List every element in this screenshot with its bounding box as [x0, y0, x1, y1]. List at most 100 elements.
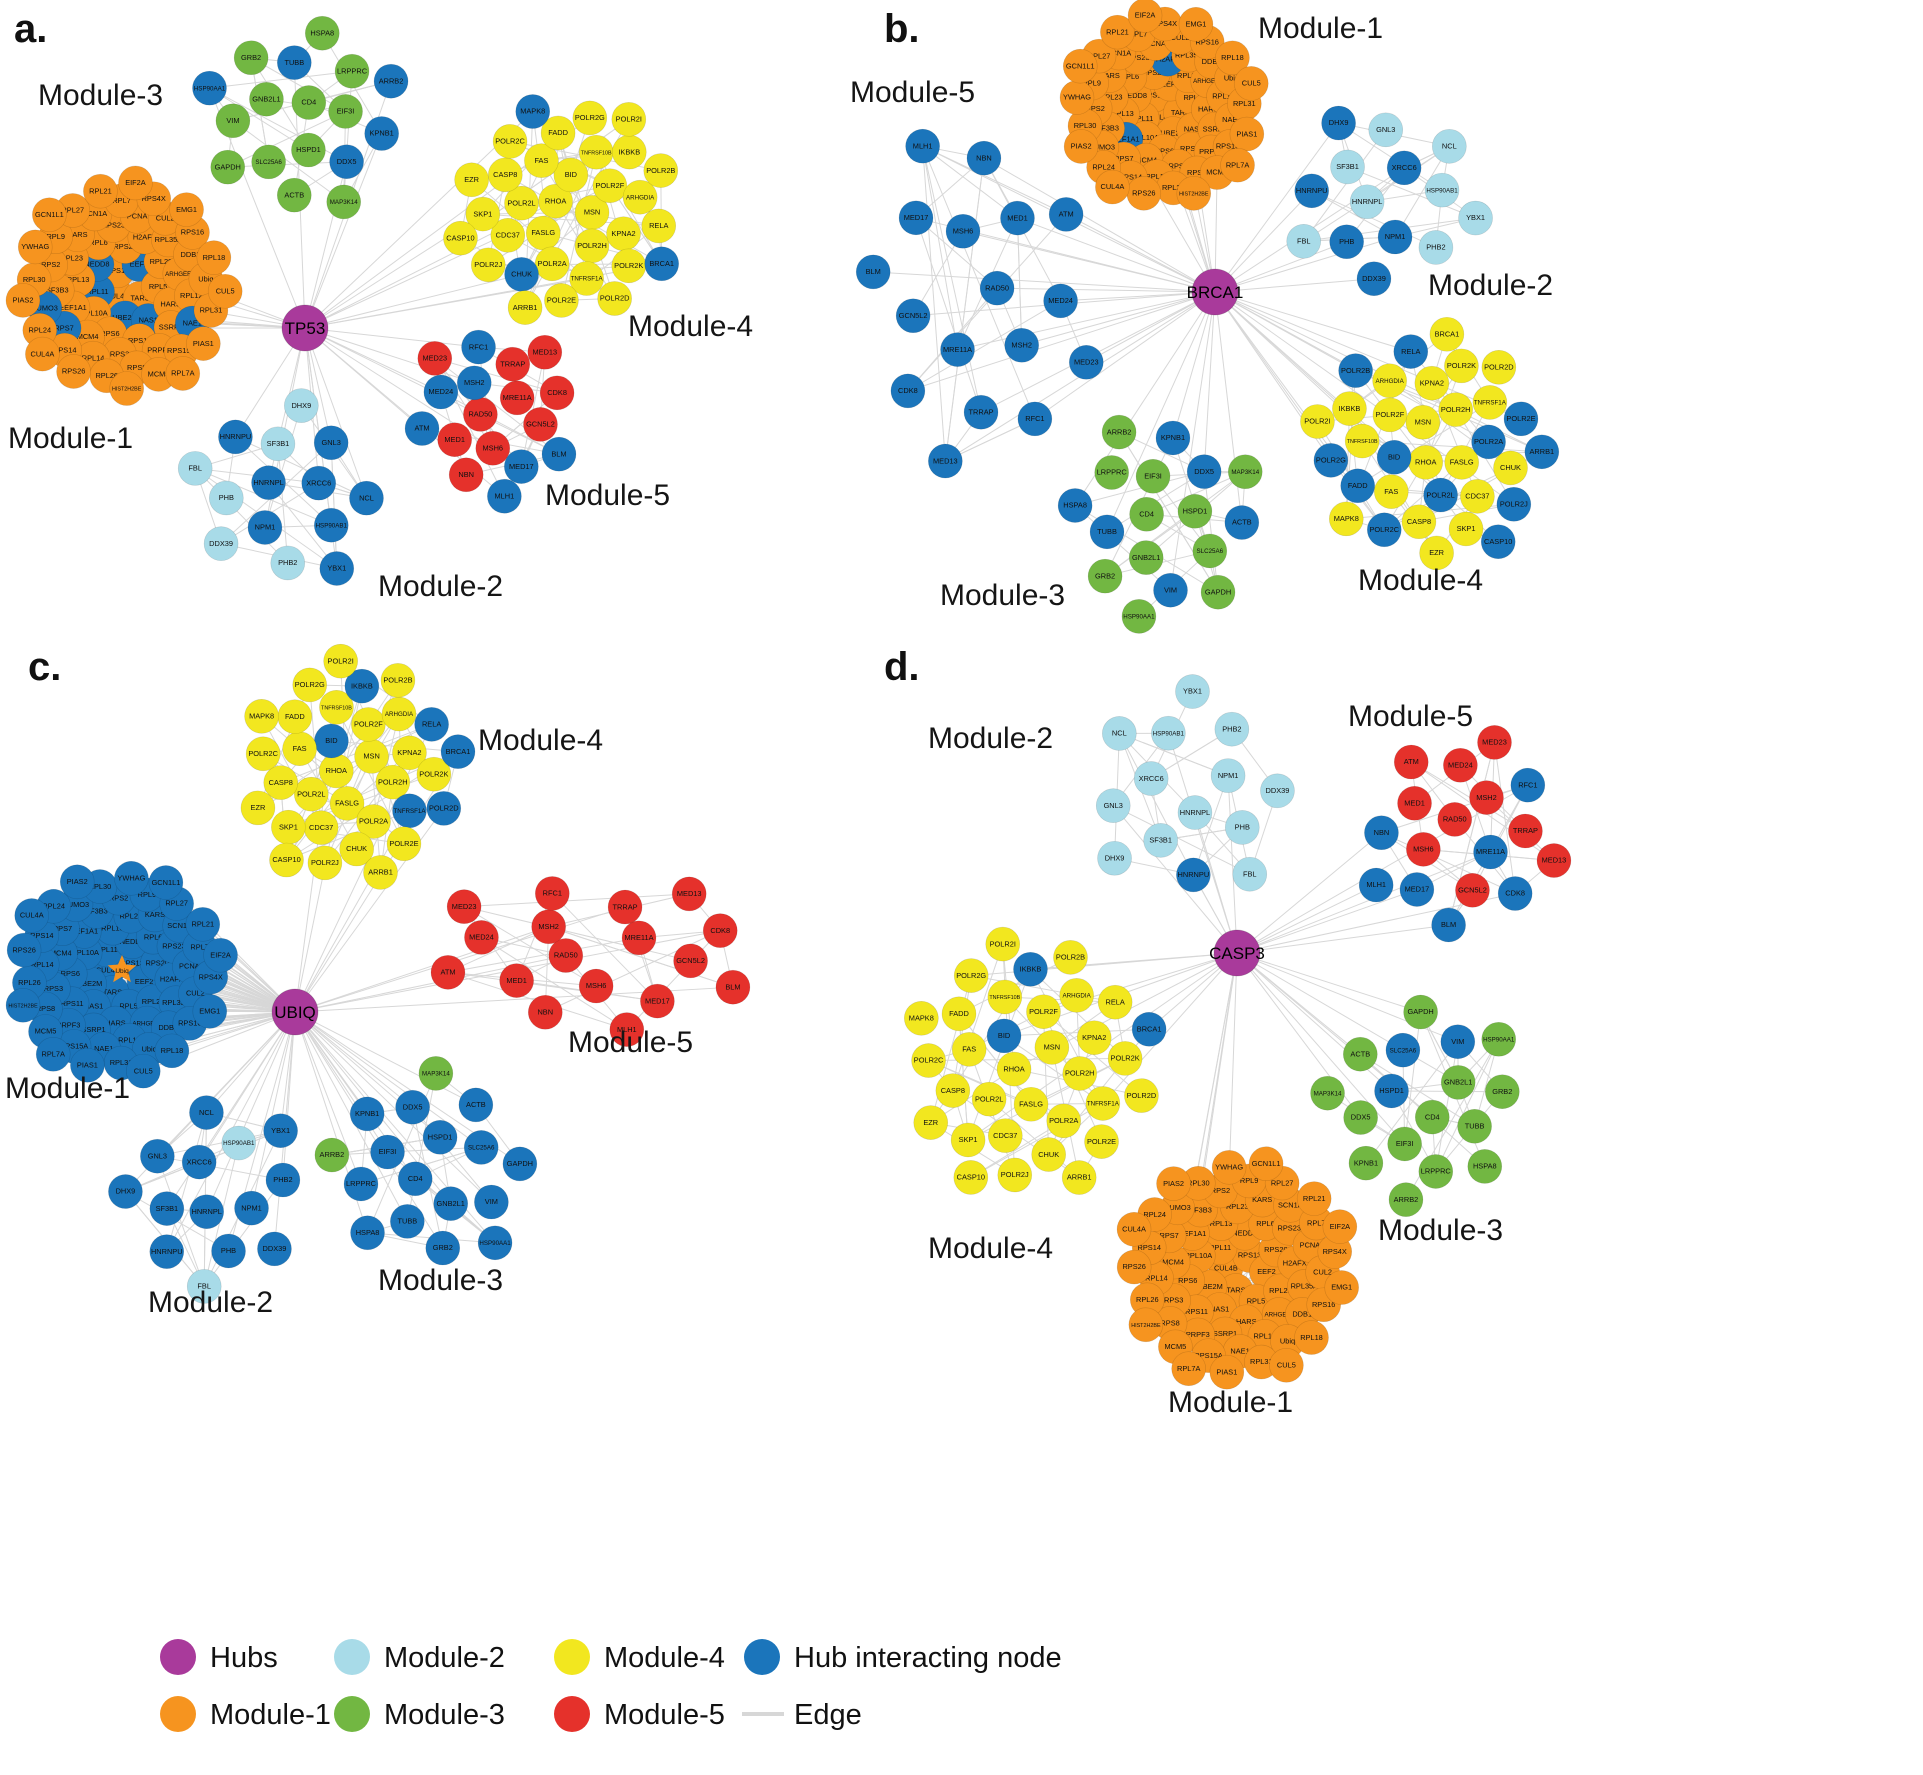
- gene-node: [499, 380, 535, 416]
- gene-node-label: RPS23: [162, 942, 185, 951]
- gene-node-label: MED13: [532, 347, 557, 356]
- edge: [304, 327, 479, 348]
- gene-node: [541, 436, 577, 472]
- gene-node-label: PHB: [1339, 237, 1354, 246]
- gene-node-label: TNFRSF10B: [989, 995, 1020, 1001]
- edge: [1003, 1035, 1104, 1104]
- gene-node: [611, 102, 647, 137]
- gene-node-label: RPL26: [95, 371, 118, 380]
- panel-letter: b.: [884, 7, 920, 51]
- edge: [232, 120, 345, 203]
- gene-node-label: RPS6: [61, 969, 80, 978]
- edge: [294, 926, 549, 1013]
- gene-node-label: CUL4A: [30, 349, 54, 358]
- gene-node: [1418, 230, 1454, 265]
- gene-node-label: MED1: [444, 435, 465, 444]
- gene-node-label: DHX9: [1105, 853, 1125, 862]
- gene-node: [233, 40, 269, 76]
- nodes-layer-b: RAD50MRE11AMSH6MSH2GCN5L2MED1TRRAPMED17M…: [855, 0, 1560, 634]
- gene-node-label: RPL12: [180, 291, 203, 300]
- gene-node-label: CUL2: [186, 989, 205, 998]
- gene-node-label: ATM: [1059, 210, 1074, 219]
- edge: [560, 152, 597, 301]
- gene-node: [1460, 479, 1495, 514]
- gene-node-label: EZR: [1429, 548, 1444, 557]
- gene-node-label: CUL5: [134, 1066, 153, 1075]
- gene-node-label: BRCA1: [649, 259, 674, 268]
- gene-node-label: NAE1: [1222, 115, 1241, 124]
- gene-node-label: DDX5: [403, 1102, 423, 1111]
- edge: [482, 211, 593, 215]
- gene-node: [251, 465, 286, 500]
- edge: [1472, 784, 1529, 891]
- gene-node-label: RPS3: [110, 350, 129, 359]
- gene-node-label: POLR2D: [600, 294, 630, 303]
- gene-node-label: POLR2I: [1304, 417, 1330, 426]
- edge: [922, 146, 946, 462]
- gene-node-label: PHB: [221, 1246, 236, 1255]
- gene-node-label: POLR2H: [577, 241, 607, 250]
- gene-node: [417, 341, 453, 376]
- gene-node: [263, 1113, 298, 1149]
- gene-node-label: HSPA8: [1473, 1162, 1497, 1171]
- gene-node-label: POLR2B: [1056, 953, 1085, 962]
- gene-node-label: RPL11: [1131, 114, 1153, 123]
- gene-node-label: RPS13: [1142, 91, 1165, 100]
- gene-node-label: POLR2E: [1087, 1137, 1116, 1146]
- gene-node-label: POLR2D: [429, 804, 459, 813]
- edge: [1355, 370, 1456, 411]
- gene-node-label: POLR2D: [1484, 362, 1514, 371]
- gene-node-label: FBL: [188, 464, 202, 473]
- gene-node-label: MED17: [645, 996, 670, 1005]
- gene-node-label: POLR2L: [507, 198, 535, 207]
- module-label: Module-5: [1348, 700, 1473, 733]
- gene-node-label: RPL21: [191, 920, 214, 929]
- gene-node: [1373, 474, 1409, 509]
- edge: [1172, 291, 1216, 439]
- edge: [1214, 236, 1396, 293]
- gene-node: [32, 197, 67, 233]
- edge: [1192, 775, 1229, 876]
- gene-node: [1423, 477, 1458, 513]
- gene-node: [1401, 504, 1437, 540]
- gene-node: [404, 411, 440, 446]
- gene-node-label: PIAS1: [77, 1060, 98, 1069]
- gene-node-label: POLR2F: [1029, 1007, 1058, 1016]
- edge: [481, 936, 628, 1031]
- gene-node-label: POLR2K: [1111, 1054, 1140, 1063]
- edge: [1112, 805, 1238, 954]
- gene-node: [1177, 494, 1213, 529]
- gene-node-label: RPL7A: [171, 369, 194, 378]
- gene-node: [149, 1234, 185, 1269]
- gene-node: [895, 298, 931, 334]
- gene-node-label: RPL27: [165, 899, 188, 908]
- gene-node-label: RPL29: [150, 257, 173, 266]
- gene-node-label: MLH1: [1366, 880, 1386, 889]
- gene-node-label: MSH6: [1413, 845, 1434, 854]
- gene-node: [1300, 404, 1335, 439]
- gene-node-label: GAPDH: [1205, 587, 1231, 596]
- gene-node-label: NAS1: [139, 316, 158, 325]
- gene-node-label: NBN: [1374, 828, 1390, 837]
- gene-node-label: RPS26: [12, 945, 35, 954]
- gene-node-label: IKBKB: [1020, 964, 1042, 973]
- gene-node: [966, 140, 1002, 176]
- gene-node: [1101, 414, 1137, 450]
- gene-node-label: RPL35A: [155, 235, 183, 244]
- gene-node-label: CHUK: [1038, 1150, 1059, 1159]
- module-label: Module-4: [478, 724, 603, 757]
- gene-node-label: RPL5: [149, 282, 168, 291]
- gene-node-label: RPS7: [54, 323, 73, 332]
- gene-node-label: RPL26: [18, 978, 41, 987]
- edge: [928, 1060, 1032, 1105]
- gene-node-label: SF3B1: [267, 439, 290, 448]
- edge: [1236, 832, 1382, 954]
- edge: [1214, 241, 1347, 293]
- edge: [1338, 122, 1443, 191]
- gene-node: [192, 993, 228, 1029]
- gene-node: [507, 290, 543, 325]
- gene-node-label: BRCA1: [1435, 329, 1460, 338]
- gene-node-label: MED13: [933, 456, 958, 465]
- gene-node-label: HARS: [1198, 105, 1219, 114]
- gene-node-label: SF3B1: [156, 1204, 179, 1213]
